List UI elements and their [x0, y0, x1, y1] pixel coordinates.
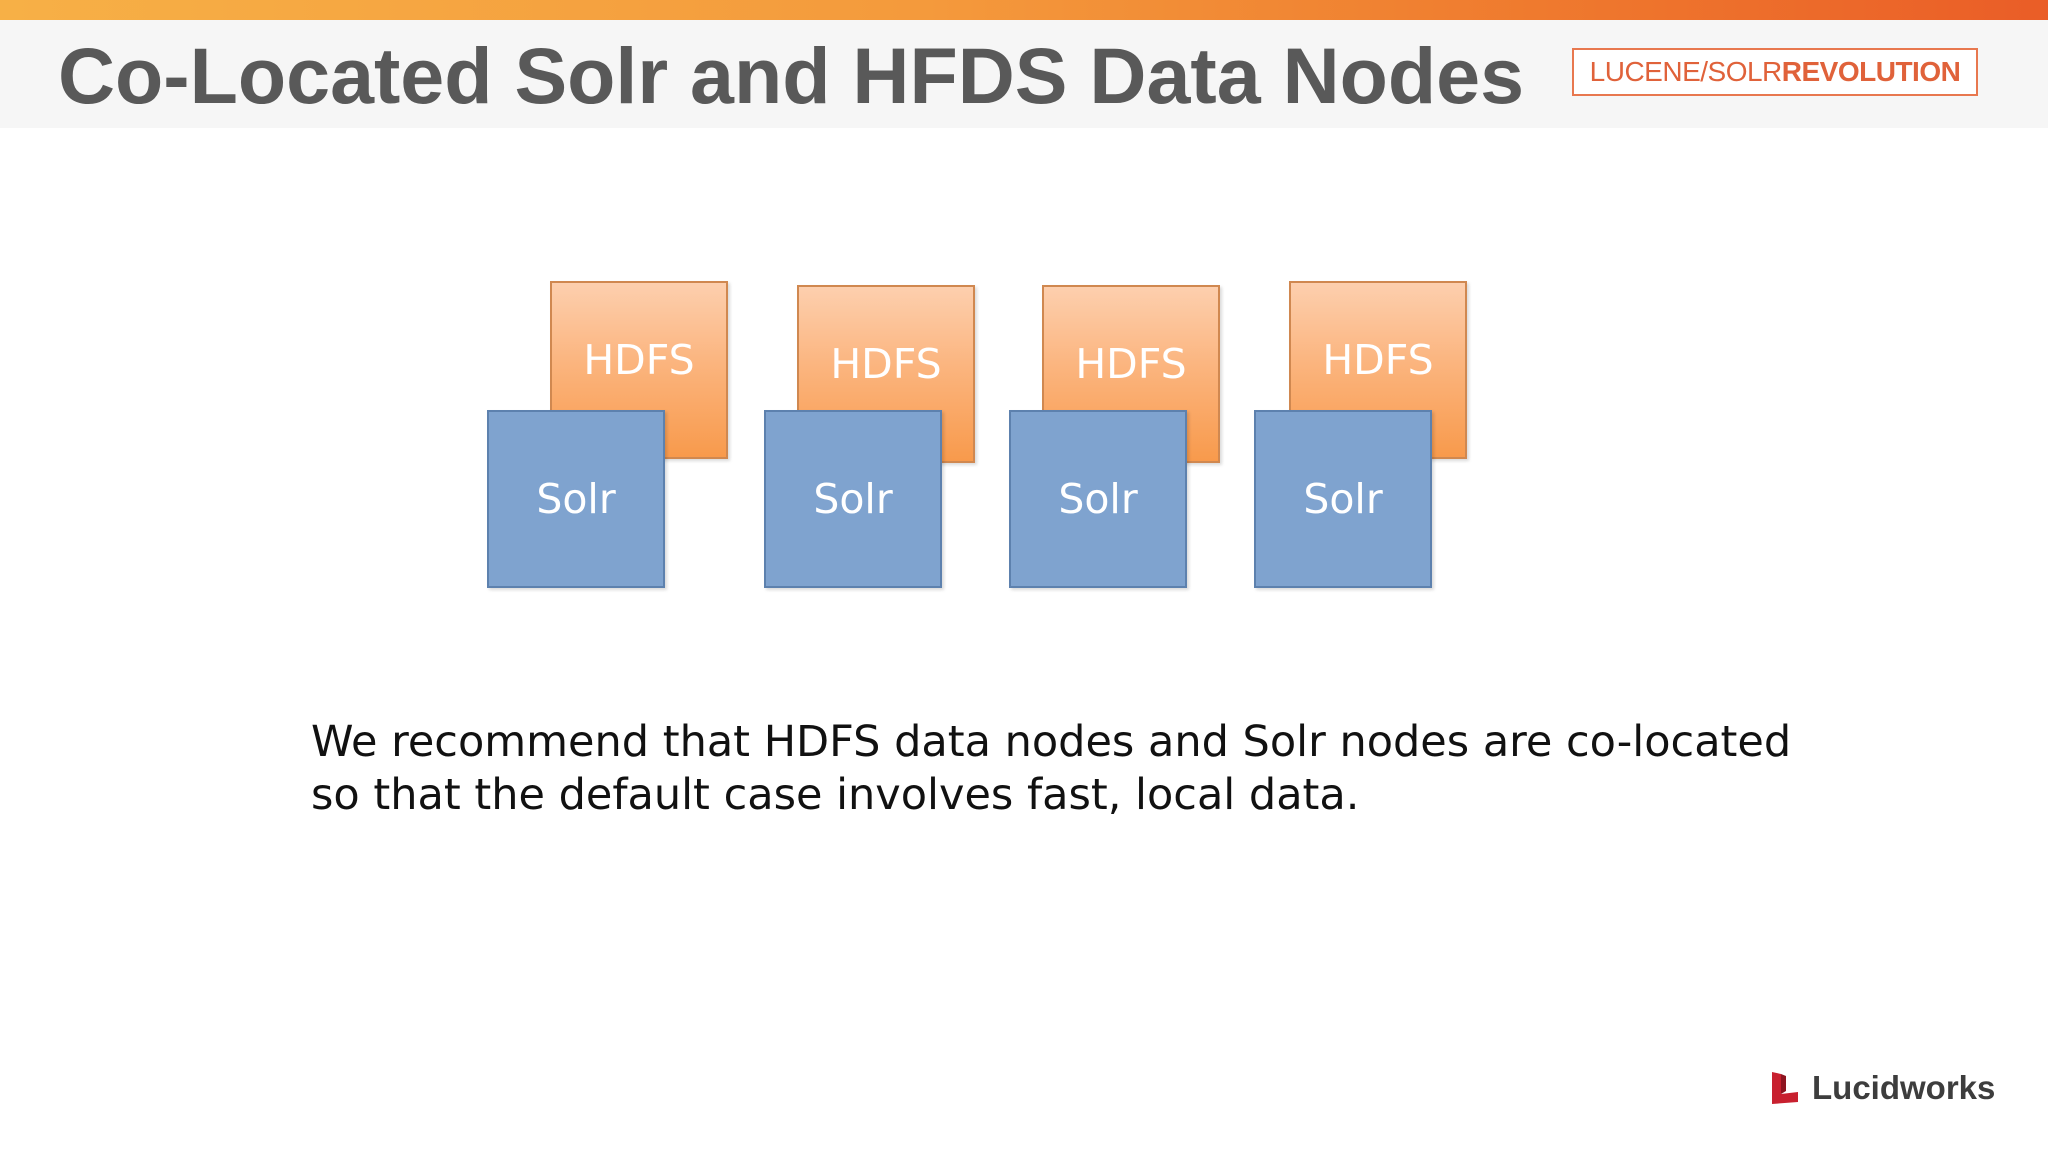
solr-node-label: Solr: [1058, 475, 1138, 523]
body-text-line-1: We recommend that HDFS data nodes and So…: [311, 717, 1792, 767]
top-accent-bar: [0, 0, 2048, 20]
solr-node-2: Solr: [764, 410, 942, 588]
brand-name: Lucidworks: [1812, 1069, 1996, 1106]
conference-logo-part1: LUCENE/SOLR: [1589, 56, 1783, 87]
hdfs-node-label: HDFS: [583, 336, 695, 384]
conference-logo-part2: REVOLUTION: [1781, 56, 1961, 87]
hdfs-node-label: HDFS: [1322, 336, 1434, 384]
hdfs-node-label: HDFS: [830, 340, 942, 388]
slide-title: Co-Located Solr and HFDS Data Nodes: [58, 31, 1525, 120]
solr-node-label: Solr: [536, 475, 616, 523]
lucidworks-brand: Lucidworks: [1768, 1066, 1995, 1110]
solr-node-4: Solr: [1254, 410, 1432, 588]
solr-node-3: Solr: [1009, 410, 1187, 588]
body-text: We recommend that HDFS data nodes and So…: [311, 716, 1811, 822]
hdfs-node-label: HDFS: [1075, 340, 1187, 388]
body-text-line-2: so that the default case involves fast, …: [311, 770, 1360, 820]
lucidworks-logo-icon: [1772, 1072, 1798, 1104]
solr-node-label: Solr: [1303, 475, 1383, 523]
solr-node-1: Solr: [487, 410, 665, 588]
solr-node-label: Solr: [813, 475, 893, 523]
